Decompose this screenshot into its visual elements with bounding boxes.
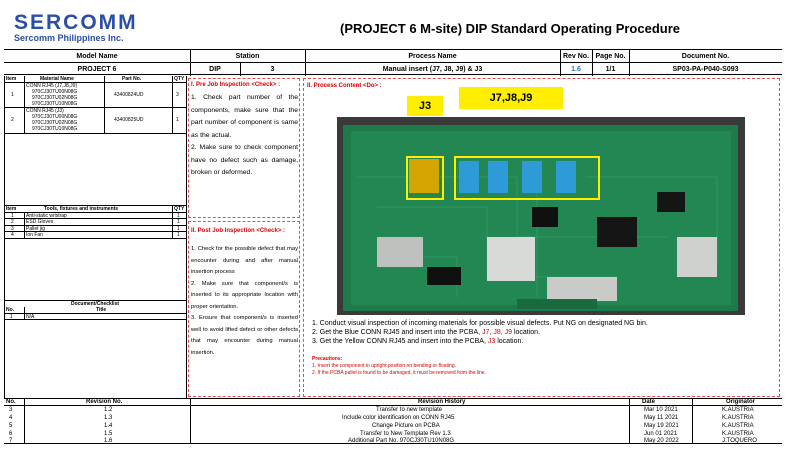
process-value: Manual insert (J7, J8, J9) & J3	[382, 66, 483, 73]
post-job-item-2: 2. Make sure that component/s is inserte…	[191, 280, 298, 310]
pre-job-panel: I. Pre Job Inspection <Check> : 1. Check…	[188, 78, 300, 218]
process-step-3: 3. Get the Yellow CONN RJ45 and insert i…	[312, 338, 524, 345]
revision-table: No. Revision No. Revision History Date O…	[4, 398, 782, 444]
post-job-panel: II. Post Job Inspection <Check> : 1. Che…	[188, 221, 300, 397]
model-value: PROJECT 6	[77, 66, 117, 73]
checklist-table: Document/Checklist No. Title 1 N/A	[4, 300, 186, 320]
tools-header-name: Tools, fixtures and instruments	[44, 206, 119, 212]
post-job-item-1: 1. Check for the possible defect that ma…	[191, 246, 298, 275]
process-panel: II. Process Content <Do> :	[303, 78, 780, 397]
pcb-illustration	[337, 117, 745, 315]
process-title: II. Process Content <Do> :	[307, 83, 382, 89]
materials-table: Item Material Name Part No. QTY 1 CONN R…	[4, 76, 186, 134]
post-job-title: II. Post Job Inspection <Check> :	[191, 228, 286, 234]
materials-header-name: Material Name	[40, 76, 74, 82]
rev-value: 1.6	[571, 66, 581, 73]
pcb-photo	[337, 117, 745, 315]
station-value-2: 3	[270, 66, 275, 73]
label-j789: J7,J8,J9	[459, 87, 563, 109]
page-value: 1/1	[605, 66, 616, 73]
materials-header-part: Part No.	[122, 76, 142, 82]
station-value-1: DIP	[209, 66, 221, 73]
materials-header-item: Item	[6, 76, 17, 82]
process-label: Process Name	[408, 53, 457, 60]
process-step-1: 1. Conduct visual inspection of incoming…	[312, 320, 648, 327]
header-table: Model Name Station Process Name Rev No. …	[4, 49, 782, 76]
materials-row: 1 CONN RJ45 (J7,J8,J9) 970CJ30TU00N08G 9…	[4, 83, 186, 108]
doc-value: SP03-PA-P040-S093	[672, 66, 739, 73]
precaution-1: 1. Insert the component in upright posit…	[312, 363, 456, 369]
tools-header-item: Item	[6, 206, 17, 212]
tools-header-qty: QTY	[174, 206, 185, 212]
page-title: (PROJECT 6 M-site) DIP Standard Operatin…	[340, 21, 680, 36]
label-j3: J3	[407, 96, 443, 116]
doc-label: Document No.	[681, 53, 730, 60]
station-label: Station	[235, 53, 260, 60]
checklist-title: Document/Checklist	[70, 301, 120, 307]
model-label: Model Name	[76, 53, 118, 60]
page-label: Page No.	[595, 53, 626, 60]
pre-job-title: I. Pre Job Inspection <Check> :	[191, 82, 281, 88]
pre-job-item-2: 2. Make sure to check component have no …	[191, 144, 298, 176]
pre-job-item-1: 1. Check part number of the components, …	[191, 94, 298, 139]
precautions-title: Precautions:	[312, 356, 343, 362]
rev-label: Rev No.	[562, 53, 590, 60]
tools-table: Item Tools, fixtures and instruments QTY…	[4, 205, 186, 239]
company-name: Sercomm Philippines Inc.	[14, 33, 124, 43]
materials-header-qty: QTY	[174, 76, 185, 82]
checklist-row: 1 N/A	[10, 314, 35, 320]
process-step-2: 2. Get the Blue CONN RJ45 and insert int…	[312, 329, 541, 336]
logo-wordmark: SERCOMM	[14, 11, 138, 34]
sercomm-logo: SERCOMM Sercomm Philippines Inc.	[14, 12, 184, 44]
precaution-2: 2. If the PCBA pallet is found to be dam…	[312, 370, 486, 376]
materials-row: 2 CONN RJ45 (J3) 970CJ30TU00N08G 970CJ30…	[11, 108, 179, 132]
post-job-item-3: 3. Ensure that component/s is inserted w…	[191, 315, 298, 356]
